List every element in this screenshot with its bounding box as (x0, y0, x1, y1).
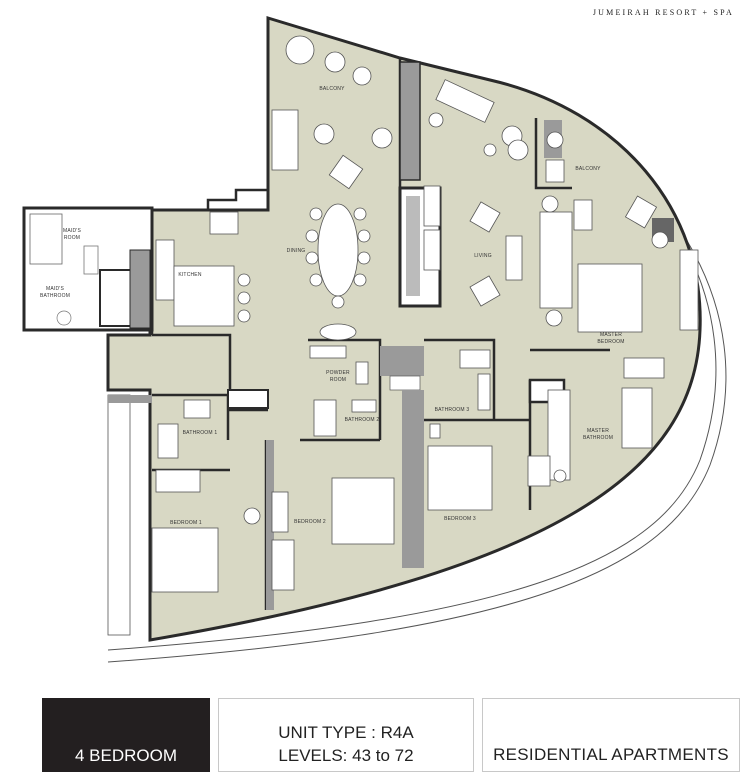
levels: LEVELS: 43 to 72 (278, 746, 414, 765)
unit-type: UNIT TYPE : R4A (278, 723, 414, 742)
bedroom-count: 4 BEDROOM (74, 746, 178, 765)
floor-plan: BALCONY BALCONY MAID'S ROOM MAID'S BATHR… (22, 15, 727, 663)
label-bathroom-3: BATHROOM 3 (435, 407, 470, 413)
label-bathroom-2: BATHROOM 2 (345, 417, 380, 423)
label-bathroom-1: BATHROOM 1 (183, 430, 218, 436)
label-master-bath-2: BATHROOM (583, 435, 613, 441)
structural-cores (129, 61, 674, 610)
category: RESIDENTIAL APARTMENTS (493, 745, 729, 764)
bedroom-count-panel: 4 BEDROOM (42, 698, 210, 772)
label-bedroom-1: BEDROOM 1 (170, 520, 202, 526)
label-powder-2: ROOM (330, 377, 346, 383)
label-balcony-right: BALCONY (575, 166, 601, 172)
bedroom1-wall (108, 395, 152, 403)
label-dining: DINING (287, 248, 306, 254)
label-bedroom-3: BEDROOM 3 (444, 516, 476, 522)
bedroom1-frame (107, 394, 131, 636)
label-maids-bath-2: BATHROOM (40, 293, 70, 299)
label-living: LIVING (474, 253, 492, 259)
label-maids-room-1: MAID'S (63, 228, 81, 234)
label-maids-bath-1: MAID'S (46, 286, 64, 292)
label-balcony-left: BALCONY (319, 86, 345, 92)
label-master-bedroom-2: BEDROOM (597, 339, 624, 345)
label-master-bath-1: MASTER (587, 428, 609, 434)
brand-logo-text: JUMEIRAH RESORT + SPA (592, 8, 734, 17)
label-bedroom-2: BEDROOM 2 (294, 519, 326, 525)
label-powder-1: POWDER (326, 370, 350, 376)
room-labels: BALCONY BALCONY MAID'S ROOM MAID'S BATHR… (40, 86, 624, 526)
label-master-bedroom-1: MASTER (600, 332, 622, 338)
category-panel: RESIDENTIAL APARTMENTS (482, 698, 740, 772)
furniture (151, 35, 699, 593)
label-maids-room-2: ROOM (64, 235, 80, 241)
label-kitchen: KITCHEN (178, 272, 202, 278)
maids-area (22, 206, 154, 332)
unit-info-panel: UNIT TYPE : R4A LEVELS: 43 to 72 (218, 698, 474, 772)
